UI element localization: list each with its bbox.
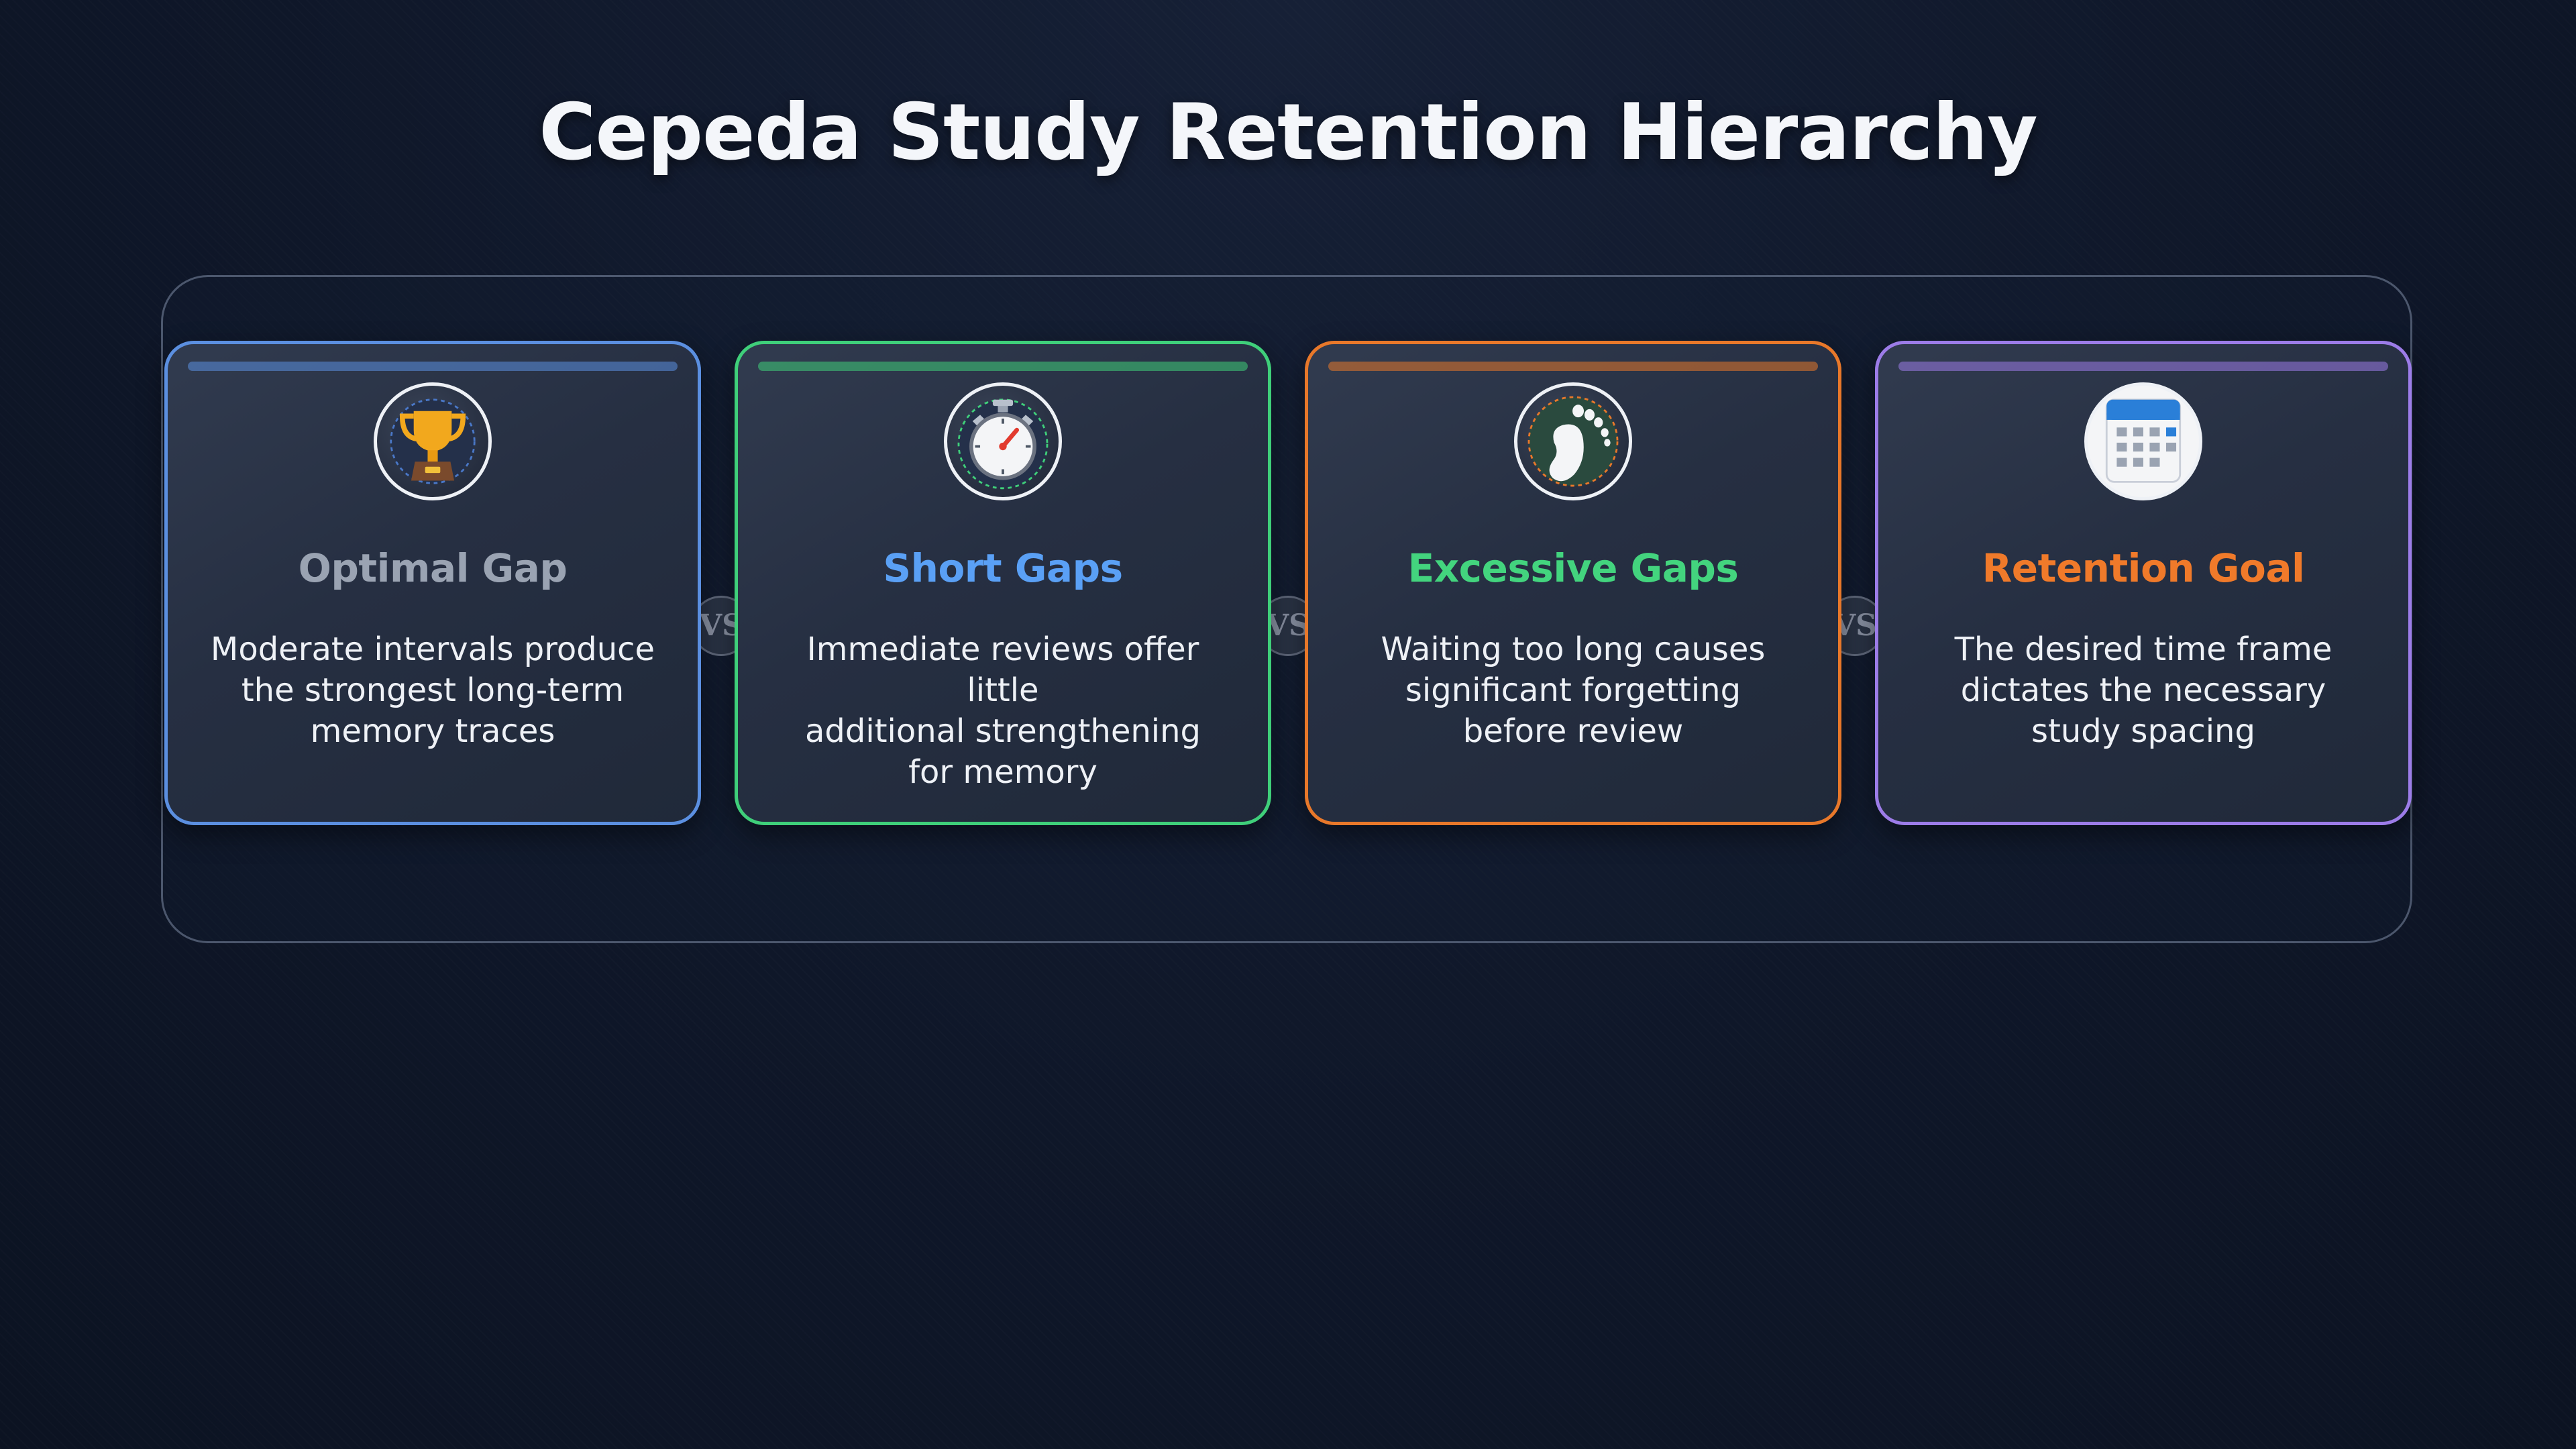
card-short-gaps: Short Gaps Immediate reviews offer littl… bbox=[735, 341, 1271, 825]
card-accent-bar bbox=[188, 362, 678, 371]
description-line: memory traces bbox=[310, 712, 555, 750]
card-retention-goal: Retention Goal The desired time frame di… bbox=[1875, 341, 2412, 825]
description-line: additional strengthening bbox=[805, 712, 1201, 750]
card-accent-bar bbox=[758, 362, 1248, 371]
description-line: the strongest long-term bbox=[241, 672, 625, 709]
description-line: study spacing bbox=[2031, 712, 2255, 750]
card-accent-bar bbox=[1898, 362, 2388, 371]
description-line: dictates the necessary bbox=[1960, 672, 2326, 709]
card-excessive-gaps: Excessive Gaps Waiting too long causes s… bbox=[1305, 341, 1841, 825]
card-heading: Retention Goal bbox=[1982, 545, 2305, 591]
footprint-icon bbox=[1514, 382, 1632, 500]
card-optimal-gap: Optimal Gap Moderate intervals produce t… bbox=[164, 341, 701, 825]
stopwatch-icon bbox=[944, 382, 1062, 500]
description-line: Waiting too long causes bbox=[1381, 631, 1766, 668]
description-line: The desired time frame bbox=[1954, 631, 2332, 668]
card-description: The desired time frame dictates the nece… bbox=[1912, 629, 2375, 752]
card-accent-bar bbox=[1328, 362, 1818, 371]
trophy-icon bbox=[374, 382, 492, 500]
description-line: Moderate intervals produce bbox=[210, 631, 655, 668]
page-title: Cepeda Study Retention Hierarchy bbox=[539, 87, 2038, 178]
card-heading: Optimal Gap bbox=[298, 545, 568, 591]
description-line: for memory bbox=[908, 753, 1097, 791]
description-line: before review bbox=[1462, 712, 1684, 750]
card-description: Immediate reviews offer little additiona… bbox=[771, 629, 1234, 793]
calendar-icon bbox=[2084, 382, 2202, 500]
card-heading: Short Gaps bbox=[883, 545, 1123, 591]
description-line: Immediate reviews offer little bbox=[806, 631, 1199, 709]
card-description: Moderate intervals produce the strongest… bbox=[201, 629, 664, 752]
card-description: Waiting too long causes significant forg… bbox=[1342, 629, 1805, 752]
card-heading: Excessive Gaps bbox=[1407, 545, 1739, 591]
description-line: significant forgetting bbox=[1405, 672, 1741, 709]
